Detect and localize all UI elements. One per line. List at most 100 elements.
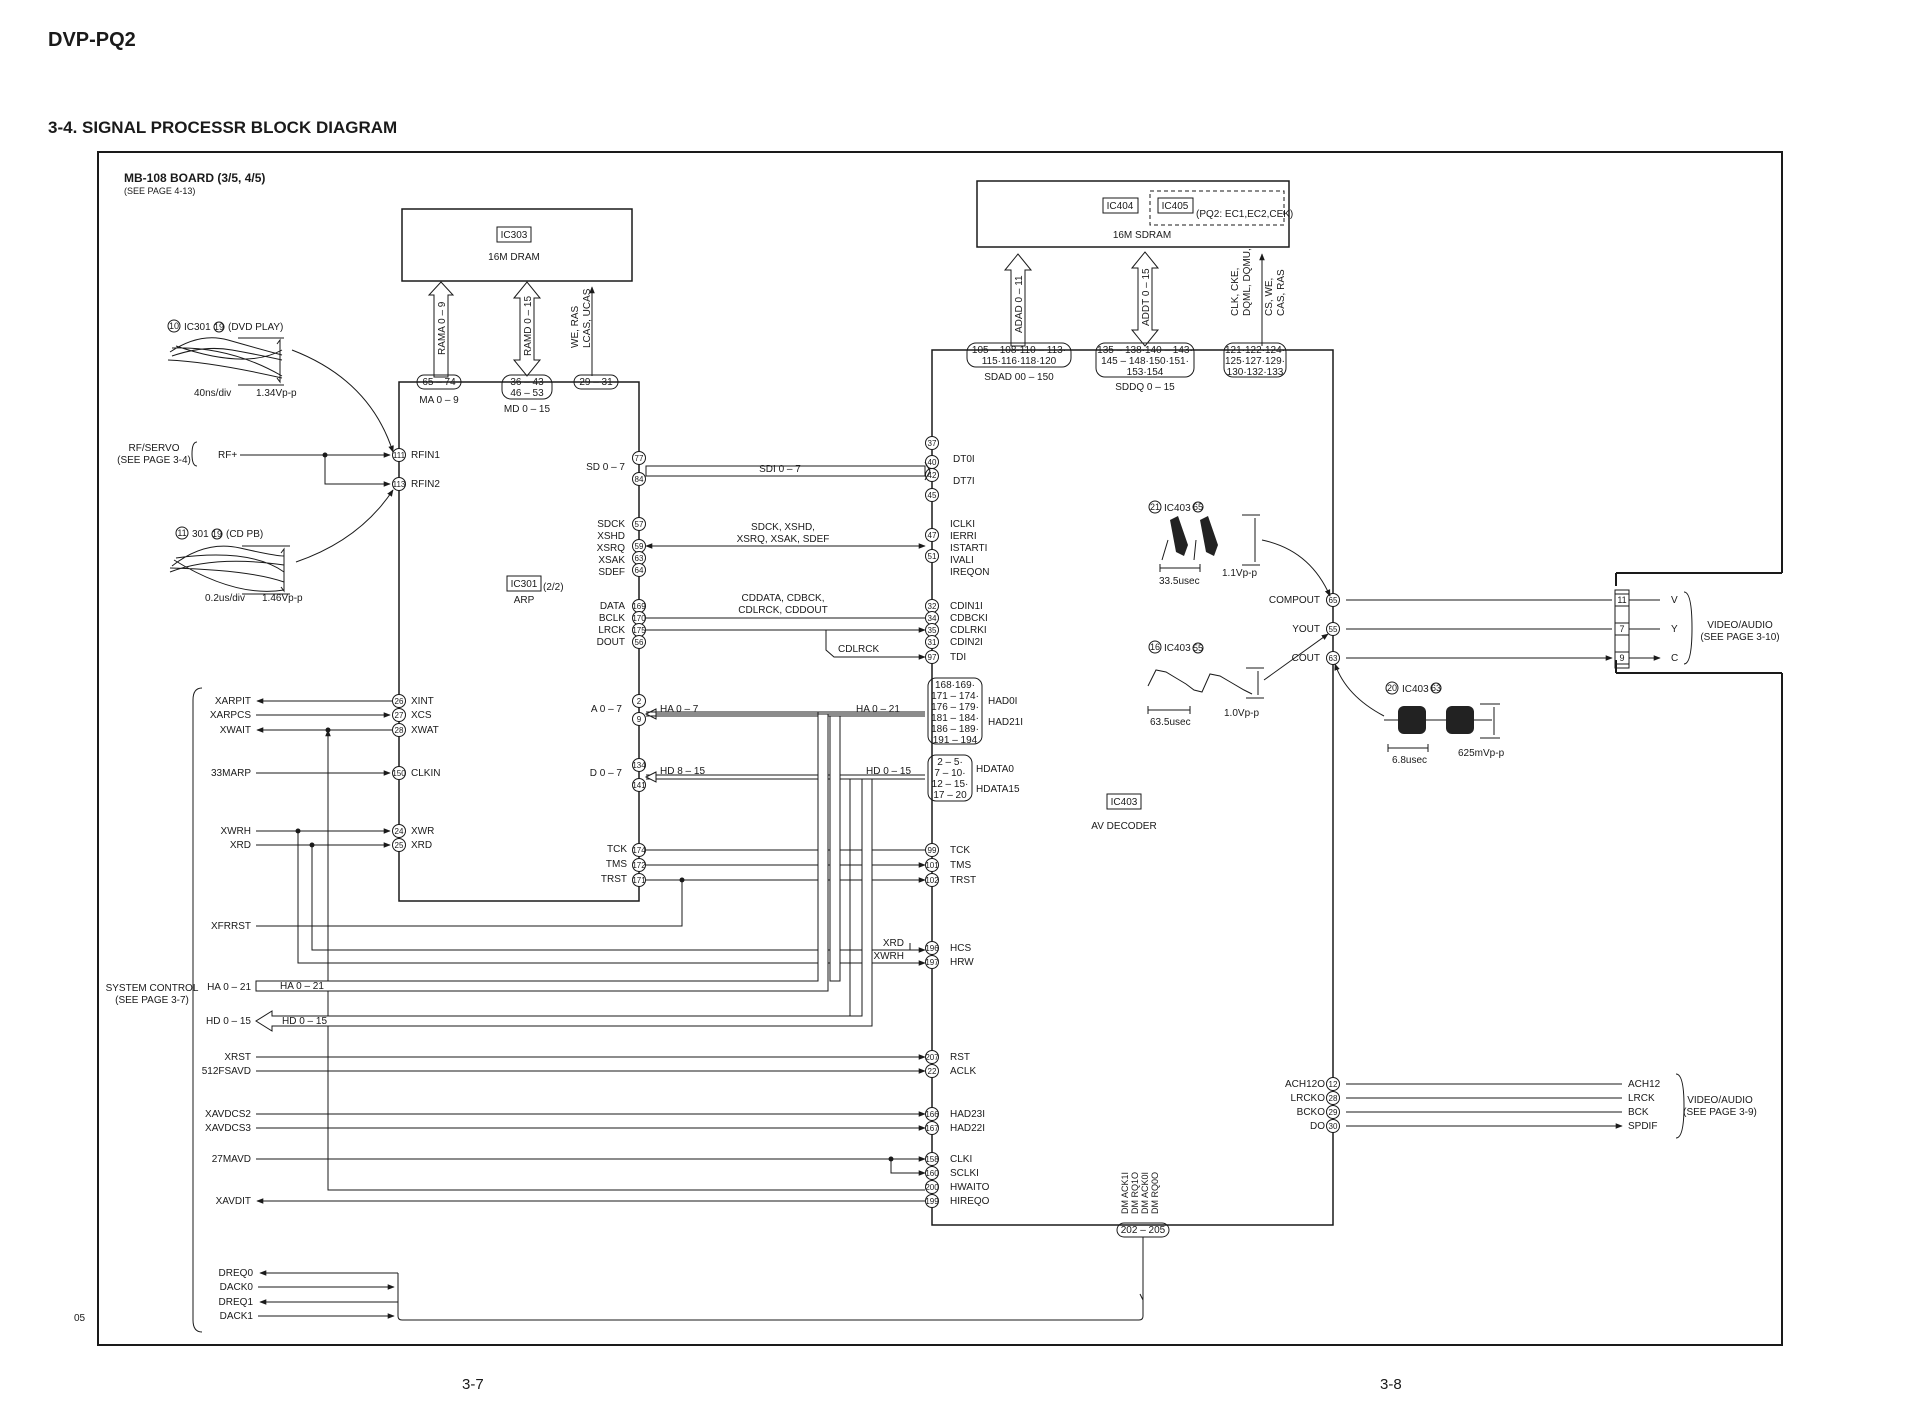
svg-text:199: 199	[925, 1197, 939, 1206]
svg-text:55: 55	[1329, 625, 1338, 634]
dram-control-lines: WE, RAS LCAS, UCAS	[570, 286, 595, 376]
pin-av-left: 31	[925, 635, 939, 649]
pin-arp-left: 26	[392, 694, 406, 708]
connector-frame-bracket	[1616, 572, 1782, 674]
ic301-part: (2/2)	[543, 582, 564, 593]
svg-text:2 – 5·: 2 – 5·	[937, 757, 963, 768]
svg-text:36 – 43: 36 – 43	[510, 377, 544, 388]
waveform-21-compout: 21 IC403 65 33.5usec 1.1Vp-p	[1148, 500, 1331, 597]
svg-text:Y: Y	[1671, 624, 1678, 635]
svg-text:CLKI: CLKI	[950, 1154, 972, 1165]
svg-text:XRD: XRD	[230, 840, 251, 851]
pin-arp-sdck: 63	[632, 551, 646, 565]
board-see-page: (SEE PAGE 4-13)	[124, 186, 195, 196]
svg-text:XWAT: XWAT	[411, 725, 439, 736]
svg-text:12: 12	[1329, 1080, 1338, 1089]
svg-text:ADDT 0 – 15: ADDT 0 – 15	[1141, 268, 1152, 326]
svg-text:65 – 74: 65 – 74	[422, 377, 456, 388]
svg-text:176 – 179·: 176 – 179·	[931, 702, 979, 713]
pin-av-left: 166	[925, 1107, 939, 1121]
svg-text:ACLK: ACLK	[950, 1066, 976, 1077]
svg-text:DM RQ1O: DM RQ1O	[1130, 1172, 1140, 1214]
svg-text:(DVD PLAY): (DVD PLAY)	[228, 322, 283, 333]
svg-text:HIREQO: HIREQO	[950, 1196, 990, 1207]
pin-arp-cd: 56	[632, 635, 646, 649]
svg-text:63: 63	[1329, 654, 1338, 663]
pin-arp-sd: 77	[632, 451, 646, 465]
svg-text:17 – 20: 17 – 20	[933, 790, 967, 801]
svg-text:HWAITO: HWAITO	[950, 1182, 990, 1193]
page-number-right: 3-8	[1380, 1376, 1402, 1393]
pin-av-left: 160	[925, 1166, 939, 1180]
svg-text:RAMA 0 – 9: RAMA 0 – 9	[437, 301, 448, 355]
av-host-address-pins: 168·169· 171 – 174· 176 – 179· 181 – 184…	[927, 677, 1023, 746]
rf-pin-name: RFIN1	[411, 450, 440, 461]
svg-text:25: 25	[395, 841, 404, 850]
svg-text:SDDQ 0 – 15: SDDQ 0 – 15	[1115, 382, 1175, 393]
svg-text:29 – 31: 29 – 31	[579, 377, 613, 388]
av-left-pin-names: DT0I DT7I ICLKI IERRI ISTARTI IVALI IREQ…	[950, 454, 990, 1207]
svg-text:CDLRCK: CDLRCK	[838, 644, 879, 655]
svg-text:XSRQ: XSRQ	[597, 543, 626, 554]
ic303-ref: IC303	[501, 230, 528, 241]
svg-text:CS, WE,: CS, WE,	[1264, 278, 1275, 316]
pin-arp-cd: 170	[632, 611, 646, 625]
svg-text:DO: DO	[1310, 1121, 1325, 1132]
svg-text:LRCK: LRCK	[598, 625, 625, 636]
svg-text:115·116·118·120: 115·116·118·120	[982, 356, 1057, 367]
svg-text:7 – 10·: 7 – 10·	[934, 768, 965, 779]
svg-text:DT0I: DT0I	[953, 454, 975, 465]
audio-outputs: ACH12O LRCKO BCKO DO ACH12 LRCK BCK SPDI…	[1285, 1073, 1757, 1139]
pin-layer: 111113RFIN1RFIN2262728150242577845759636…	[392, 436, 1340, 1208]
svg-text:ACH12O: ACH12O	[1285, 1079, 1325, 1090]
pin-arp-sdck: 59	[632, 539, 646, 553]
svg-text:51: 51	[928, 552, 937, 561]
svg-text:512FSAVD: 512FSAVD	[202, 1066, 251, 1077]
ic303-dram-block	[401, 208, 633, 282]
pin-av-left: 158	[925, 1152, 939, 1166]
svg-text:40ns/div: 40ns/div	[194, 388, 231, 399]
svg-text:ICLKI: ICLKI	[950, 519, 975, 530]
svg-text:SYSTEM CONTROL: SYSTEM CONTROL	[106, 983, 199, 994]
svg-text:174: 174	[632, 846, 646, 855]
svg-text:HD 0 – 15: HD 0 – 15	[206, 1016, 251, 1027]
svg-text:56: 56	[635, 638, 644, 647]
pin-arp-jtag: 172	[632, 858, 646, 872]
svg-text:VIDEO/AUDIO: VIDEO/AUDIO	[1707, 620, 1773, 631]
svg-text:31: 31	[928, 638, 937, 647]
svg-text:63: 63	[635, 554, 644, 563]
pin-arp-left: 27	[392, 708, 406, 722]
ic404-desc: 16M SDRAM	[1113, 230, 1171, 241]
ic404-ref: IC404	[1107, 201, 1134, 212]
svg-text:XRD: XRD	[411, 840, 432, 851]
svg-text:134: 134	[632, 761, 646, 770]
svg-text:XAVDIT: XAVDIT	[216, 1196, 251, 1207]
svg-text:55: 55	[1193, 643, 1203, 653]
svg-text:33.5usec: 33.5usec	[1159, 576, 1200, 587]
svg-text:BCK: BCK	[1628, 1107, 1649, 1118]
svg-text:171: 171	[632, 876, 646, 885]
pin-av-left: 37	[925, 436, 939, 450]
svg-text:SDCK, XSHD,: SDCK, XSHD,	[751, 522, 815, 533]
svg-text:1.0Vp-p: 1.0Vp-p	[1224, 708, 1259, 719]
svg-text:9: 9	[637, 715, 642, 724]
svg-text:IC301: IC301	[184, 322, 211, 333]
dram-address-bus: RAMA 0 – 9	[427, 281, 455, 378]
svg-text:22: 22	[928, 1067, 937, 1076]
svg-text:VIDEO/AUDIO: VIDEO/AUDIO	[1687, 1095, 1753, 1106]
arp-to-av-wiring: SDI 0 – 7 SDCK, XSHD, XSRQ, XSAK, SDEF C…	[644, 461, 930, 883]
svg-text:102: 102	[925, 876, 939, 885]
pin-av-left: 196	[925, 941, 939, 955]
pin-rfin2: 113	[392, 477, 406, 491]
svg-text:CDLRKI: CDLRKI	[950, 625, 987, 636]
svg-text:105 – 108·110 – 113·: 105 – 108·110 – 113·	[972, 345, 1066, 356]
pin-av-left: 167	[925, 1121, 939, 1135]
svg-text:RF/SERVO: RF/SERVO	[129, 443, 180, 454]
ic303-desc: 16M DRAM	[488, 252, 540, 263]
svg-text:HAD22I: HAD22I	[950, 1123, 985, 1134]
pin-av-left: 34	[925, 611, 939, 625]
svg-text:ACH12: ACH12	[1628, 1079, 1661, 1090]
svg-text:HAD0I: HAD0I	[988, 696, 1017, 707]
svg-text:CDIN2I: CDIN2I	[950, 637, 983, 648]
svg-text:57: 57	[635, 520, 644, 529]
